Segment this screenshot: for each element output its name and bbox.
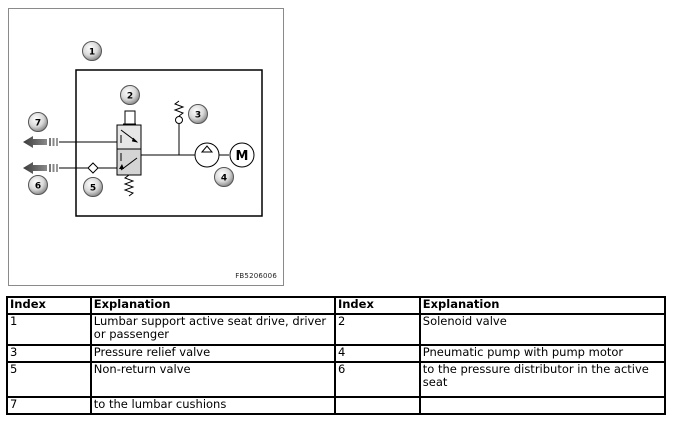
svg-text:1: 1: [89, 48, 95, 58]
svg-text:2: 2: [127, 92, 133, 102]
lumbar-support-module-outline: [75, 69, 263, 217]
pneumatic-lines: [59, 141, 229, 169]
callout-2: 2: [120, 85, 140, 105]
explanation-cell: Solenoid valve: [418, 313, 667, 346]
header-index: Index: [6, 296, 92, 315]
index-cell: 1: [6, 313, 92, 346]
explanation-cell: to the pressure distributor in the activ…: [418, 361, 667, 398]
callout-3: 3: [188, 104, 208, 124]
explanation-cell: Pneumatic pump with pump motor: [418, 344, 667, 363]
explanation-cell: to the lumbar cushions: [89, 396, 336, 415]
explanation-cell: [418, 396, 667, 415]
motor-label: M: [236, 149, 249, 164]
table-row: 3 Pressure relief valve 4 Pneumatic pump…: [6, 344, 667, 363]
explanation-cell: Non-return valve: [89, 361, 336, 398]
svg-text:5: 5: [90, 184, 96, 194]
svg-text:3: 3: [195, 111, 201, 121]
callout-4: 4: [214, 167, 234, 187]
figure-code: FB5206006: [235, 272, 277, 280]
svg-text:4: 4: [221, 174, 227, 184]
callout-5: 5: [83, 177, 103, 197]
pressure-relief-valve: [173, 100, 185, 155]
table-row: 7 to the lumbar cushions: [6, 396, 667, 415]
header-index: Index: [333, 296, 421, 315]
output-arrow-lumbar-cushions: [23, 136, 58, 148]
explanation-cell: Lumbar support active seat drive, driver…: [89, 313, 336, 346]
header-explanation: Explanation: [89, 296, 336, 315]
index-cell: 6: [333, 361, 421, 398]
table-row: 5 Non-return valve 6 to the pressure dis…: [6, 361, 667, 398]
legend-table: Index Explanation Index Explanation 1 Lu…: [6, 296, 667, 415]
table-row: 1 Lumbar support active seat drive, driv…: [6, 313, 667, 346]
callout-6: 6: [28, 175, 48, 195]
svg-text:7: 7: [35, 119, 41, 129]
index-cell: [333, 396, 421, 415]
index-cell: 7: [6, 396, 92, 415]
callout-7: 7: [28, 112, 48, 132]
svg-text:6: 6: [35, 182, 41, 192]
header-explanation: Explanation: [418, 296, 667, 315]
index-cell: 4: [333, 344, 421, 363]
legend-header-row: Index Explanation Index Explanation: [6, 296, 667, 315]
diagram-figure: M 1 2 3 4: [8, 8, 284, 286]
solenoid-valve: [116, 110, 142, 197]
index-cell: 3: [6, 344, 92, 363]
index-cell: 2: [333, 313, 421, 346]
callout-1: 1: [82, 41, 102, 61]
pneumatic-pump-with-motor: M: [194, 142, 255, 168]
pneumatic-schematic: M 1 2 3 4: [23, 41, 263, 217]
explanation-cell: Pressure relief valve: [89, 344, 336, 363]
index-cell: 5: [6, 361, 92, 398]
output-arrow-pressure-distributor: [23, 162, 58, 174]
non-return-valve: [87, 162, 99, 174]
